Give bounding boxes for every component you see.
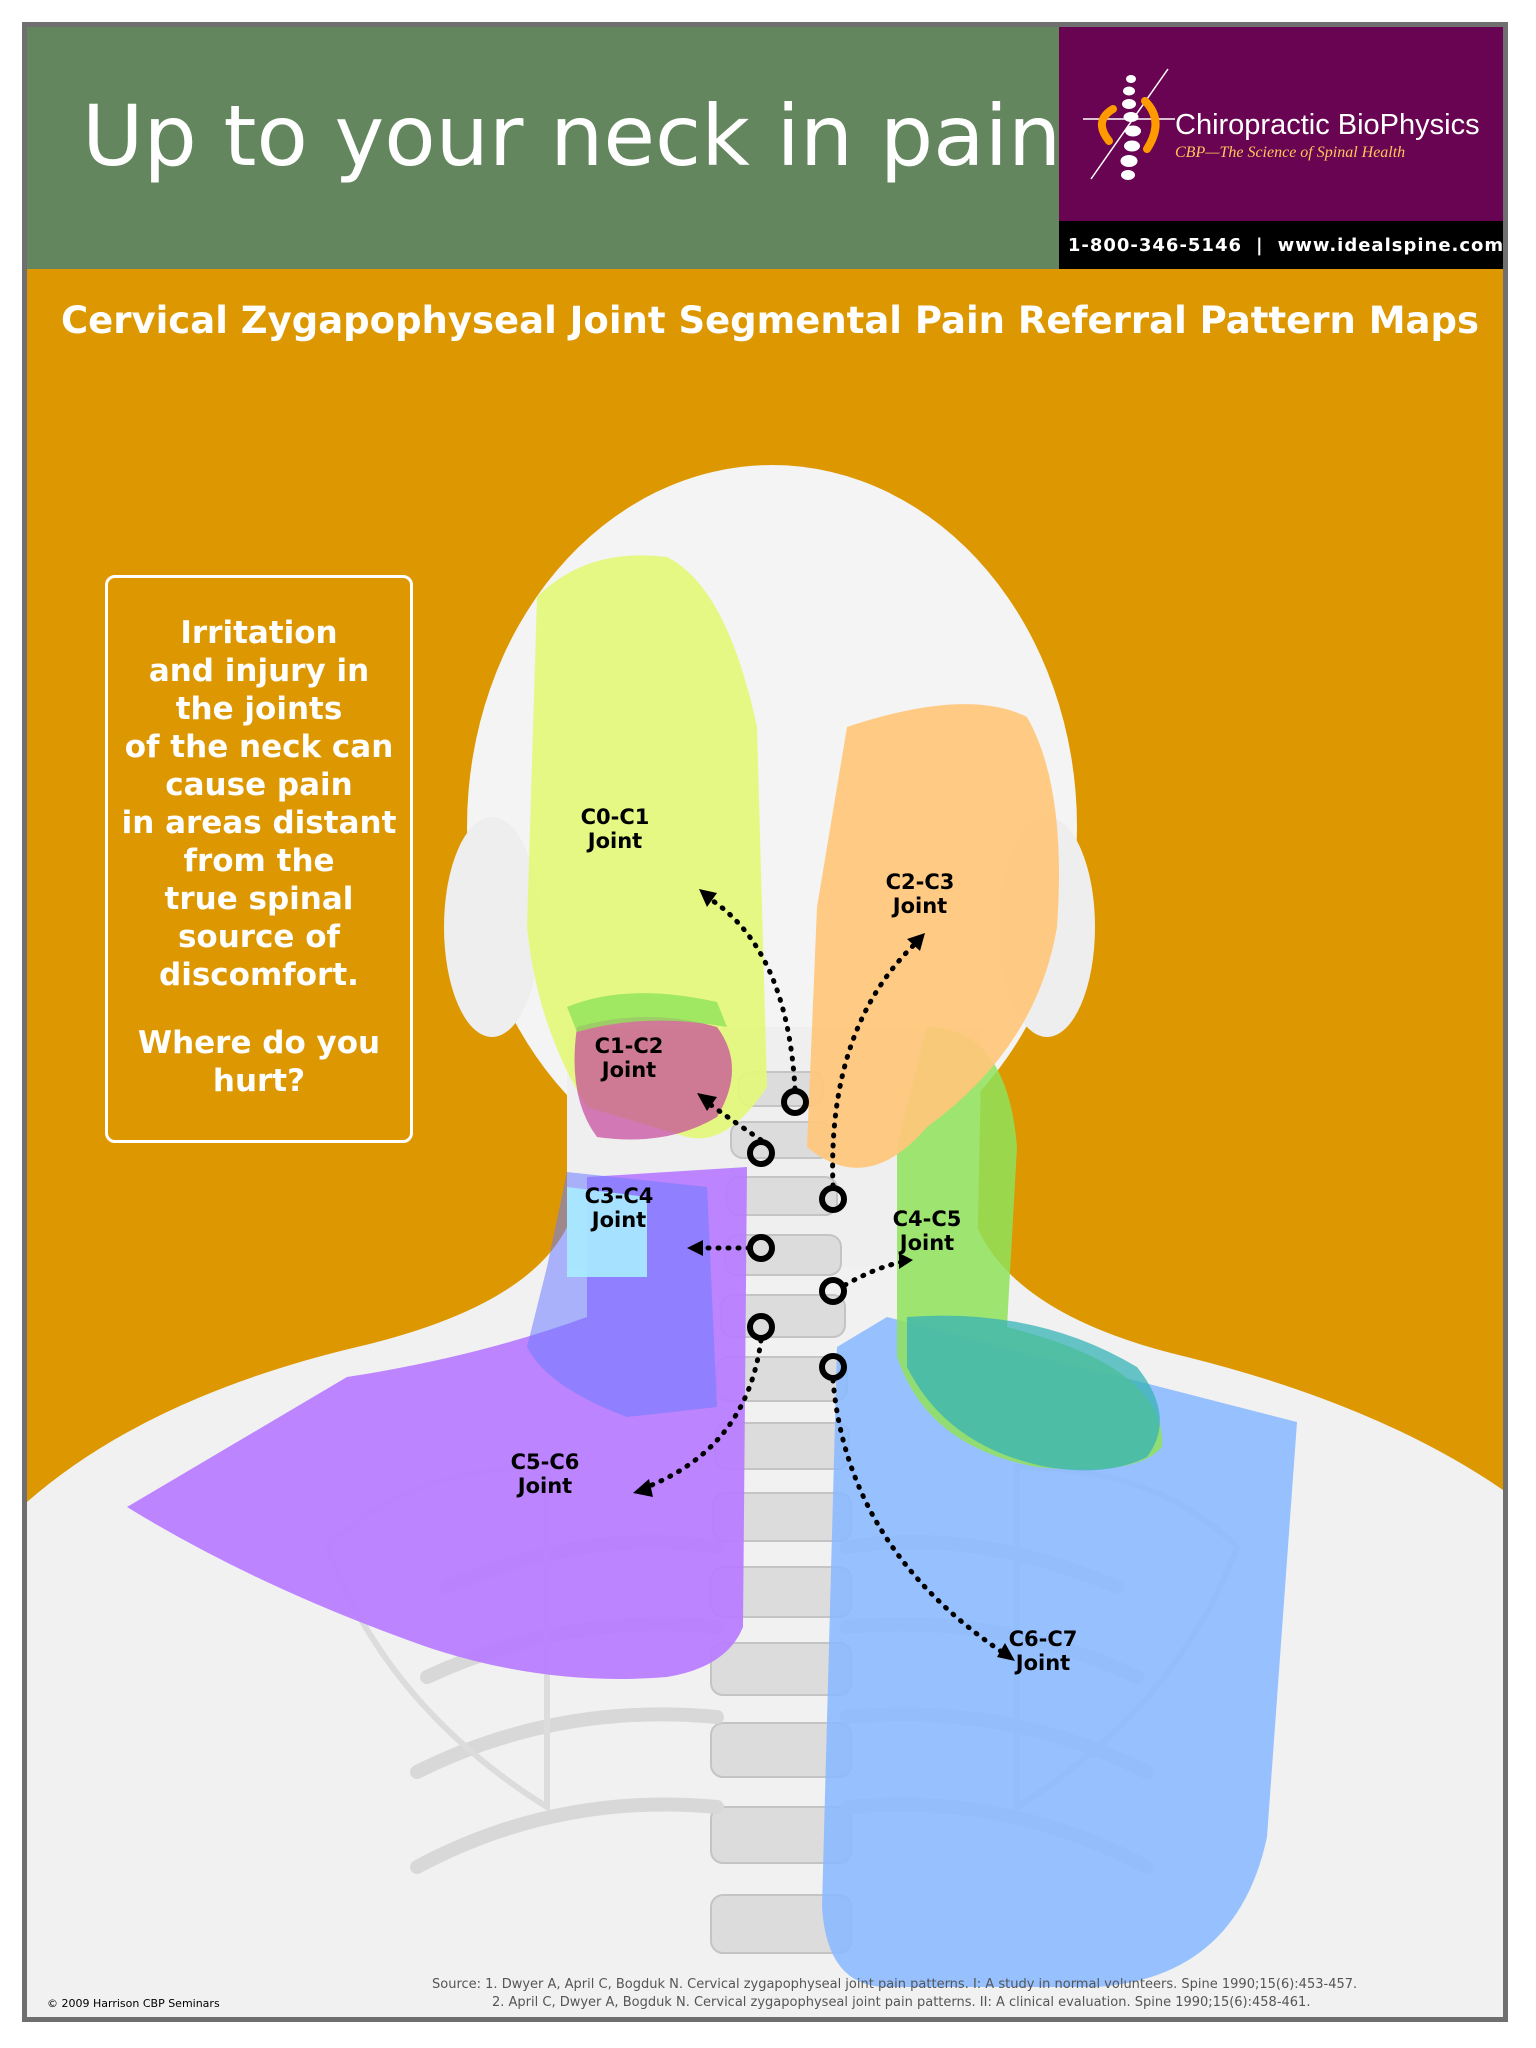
spine-logo-icon <box>1083 68 1175 180</box>
header-banner: Up to your neck in pain? <box>27 27 1106 269</box>
region-c6-c7 <box>822 1317 1297 1987</box>
callout-message: Irritation and injury in the joints of t… <box>121 615 397 993</box>
source-line-1: Source: 1. Dwyer A, April C, Bogduk N. C… <box>432 1977 1358 1992</box>
callout-question: Where do you hurt? <box>137 1025 381 1099</box>
region-c3-c4-light <box>567 1187 647 1277</box>
phone-number[interactable]: 1-800-346-5146 <box>1067 234 1243 256</box>
poster: Up to your neck in pain? Chiropractic Bi… <box>22 22 1508 2022</box>
neck-anatomy-diagram <box>27 465 1503 2017</box>
copyright-notice: © 2009 Harrison CBP Seminars <box>47 1997 220 2010</box>
left-ear <box>444 817 540 1037</box>
contact-separator: | <box>1256 234 1264 256</box>
region-c1-c2-green <box>567 993 727 1032</box>
region-c4-c5-overlap <box>907 1315 1160 1471</box>
brand-tagline: CBP—The Science of Spinal Health <box>1175 144 1406 161</box>
region-c1-c2 <box>574 1017 732 1140</box>
brand-name: Chiropractic BioPhysics <box>1175 109 1480 141</box>
website-link[interactable]: www.idealspine.com <box>1277 234 1505 256</box>
brand-panel <box>1059 27 1503 221</box>
diagram-subtitle: Cervical Zygapophyseal Joint Segmental P… <box>61 299 1479 342</box>
region-c2-c3 <box>807 704 1059 1168</box>
source-citations: Source: 1. Dwyer A, April C, Bogduk N. C… <box>432 1976 1357 2012</box>
arrowheads <box>633 889 1015 1661</box>
info-callout: Irritation and injury in the joints of t… <box>105 575 413 1143</box>
source-line-2: 2. April C, Dwyer A, Bogduk N. Cervical … <box>492 1995 1311 2010</box>
region-c0-c1 <box>527 555 767 1139</box>
contact-bar: 1-800-346-5146 | www.idealspine.com <box>1059 221 1505 269</box>
page-title: Up to your neck in pain? <box>82 87 1106 185</box>
